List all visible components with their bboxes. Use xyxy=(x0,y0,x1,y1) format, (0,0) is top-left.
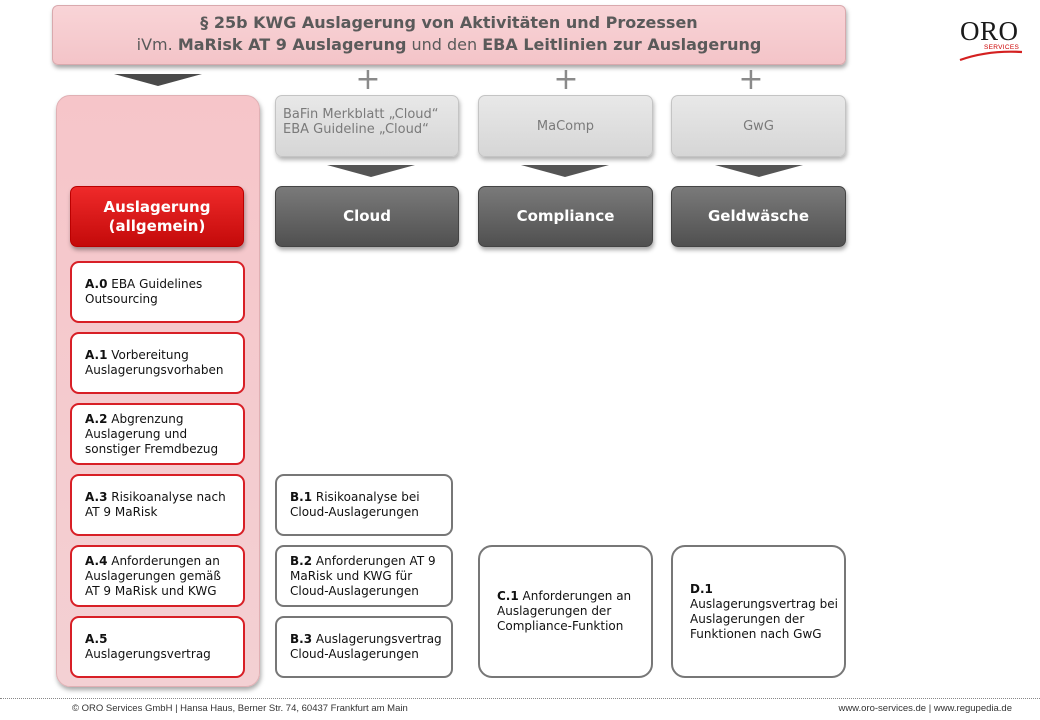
title-banner: § 25b KWG Auslagerung von Aktivitäten un… xyxy=(52,5,846,65)
item-b3[interactable]: B.3 Auslagerungsvertrag Cloud-Auslagerun… xyxy=(275,616,453,678)
item-a2[interactable]: A.2 Abgrenzung Auslagerung und sonstiger… xyxy=(70,403,245,465)
aml-source-box: GwG xyxy=(671,95,846,157)
footer-links[interactable]: www.oro-services.de | www.regupedia.de xyxy=(838,703,1012,714)
item-b2[interactable]: B.2 Anforderungen AT 9 MaRisk und KWG fü… xyxy=(275,545,453,607)
cloud-source-box: BaFin Merkblatt „Cloud“ EBA Guideline „C… xyxy=(275,95,459,157)
plus-icon: + xyxy=(355,62,381,97)
item-a0[interactable]: A.0 EBA Guidelines Outsourcing xyxy=(70,261,245,323)
item-c1[interactable]: C.1 Anforderungen an Auslagerungen der C… xyxy=(478,545,653,678)
plus-icon: + xyxy=(553,62,579,97)
item-a1[interactable]: A.1 Vorbereitung Auslagerungsvorhaben xyxy=(70,332,245,394)
arrow-down-icon xyxy=(521,165,609,177)
source-bafin-cloud: BaFin Merkblatt „Cloud“ xyxy=(283,107,439,122)
item-b1[interactable]: B.1 Risikoanalyse bei Cloud-Auslagerunge… xyxy=(275,474,453,536)
item-a3[interactable]: A.3 Risikoanalyse nach AT 9 MaRisk xyxy=(70,474,245,536)
category-compliance: Compliance xyxy=(478,186,653,247)
banner-title: § 25b KWG Auslagerung von Aktivitäten un… xyxy=(200,13,698,32)
logo-swoosh-icon xyxy=(959,50,1023,62)
footer-divider xyxy=(0,698,1040,699)
arrow-down-icon xyxy=(715,165,803,177)
category-general-outsourcing: Auslagerung (allgemein) xyxy=(70,186,244,247)
source-eba-cloud: EBA Guideline „Cloud“ xyxy=(283,122,429,137)
item-a5[interactable]: A.5 Auslagerungsvertrag xyxy=(70,616,245,678)
logo-subtext: SERVICES xyxy=(984,44,1020,51)
category-cloud: Cloud xyxy=(275,186,459,247)
banner-subtitle: iVm. MaRisk AT 9 Auslagerung und den EBA… xyxy=(136,35,762,54)
footer-company: © ORO Services GmbH | Hansa Haus, Berner… xyxy=(72,703,408,714)
plus-icon: + xyxy=(738,62,764,97)
compliance-source-box: MaComp xyxy=(478,95,653,157)
logo-wordmark: ORO xyxy=(960,16,1019,46)
category-money-laundering: Geldwäsche xyxy=(671,186,846,247)
item-d1[interactable]: D.1 Auslagerungsvertrag bei Auslagerunge… xyxy=(671,545,846,678)
arrow-down-icon xyxy=(114,74,202,86)
oro-logo: ORO SERVICES xyxy=(956,16,1026,64)
item-a4[interactable]: A.4 Anforderungen an Auslagerungen gemäß… xyxy=(70,545,245,607)
arrow-down-icon xyxy=(327,165,415,177)
